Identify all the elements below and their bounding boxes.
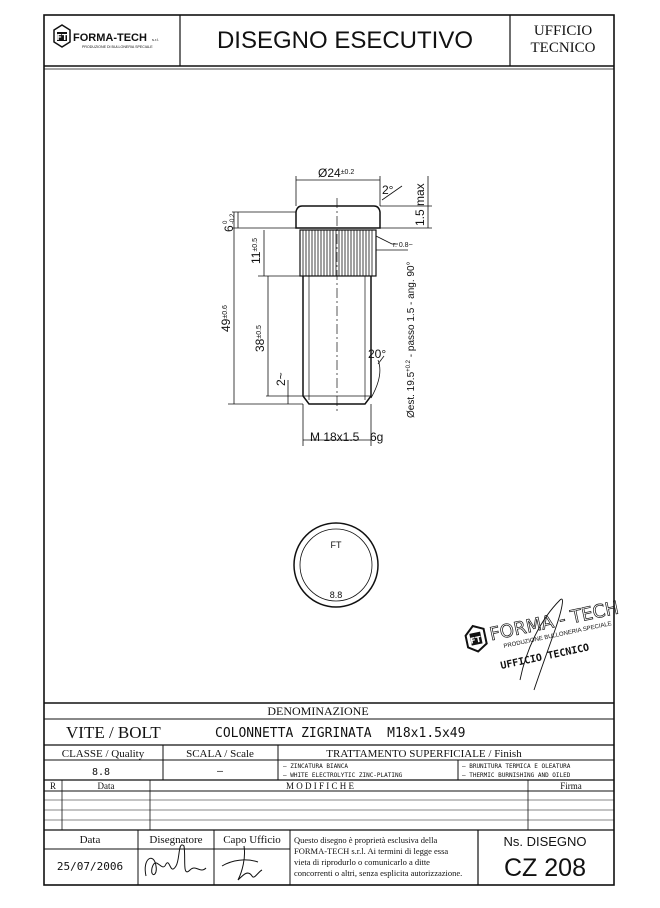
dim-radius: r. 0.8~ xyxy=(393,242,413,249)
notice-line-4: concorrenti o altri, senza esplicita aut… xyxy=(294,868,462,878)
notice-line-2: FORMA-TECH s.r.l. Ai termini di legge es… xyxy=(294,846,448,856)
bolt-side-view xyxy=(295,198,381,414)
finish-2b: – THERMIC BURNISHING AND OILED xyxy=(462,772,571,779)
drawing-number: CZ 208 xyxy=(504,854,586,882)
office-stamp: FT FORMA - TECH PRODUZIONE BULLONERIA SP… xyxy=(464,597,621,672)
scala-value: – xyxy=(217,766,224,777)
data-label: Data xyxy=(80,834,101,846)
rev-r-label: R xyxy=(50,781,56,791)
ns-disegno-label: Ns. DISEGNO xyxy=(503,834,586,849)
capo-label: Capo Ufficio xyxy=(223,834,281,846)
thread-class: 6g xyxy=(370,430,383,444)
svg-text:6: 6 xyxy=(222,225,236,232)
notice-line-1: Questo disegno è proprietà esclusiva del… xyxy=(294,835,438,845)
head-mark-top: FT xyxy=(331,540,342,550)
dim-head-max: 1.5 max xyxy=(413,183,427,226)
classe-label: CLASSE / Quality xyxy=(62,748,145,760)
dimension-lines xyxy=(228,176,432,446)
outer-frame xyxy=(43,14,615,886)
modifiche-label: M O D I F I C H E xyxy=(286,781,355,791)
logo-subtitle: PRODUZIONE DI BULLONERIA SPECIALE xyxy=(82,45,153,49)
denominazione-label: DENOMINAZIONE xyxy=(267,704,368,718)
dim-chamfer-len: 2~ xyxy=(274,372,288,386)
svg-text:FT: FT xyxy=(57,33,68,42)
dim-knurl-len: 11±0.5 xyxy=(249,238,263,264)
head-mark-bottom: 8.8 xyxy=(330,590,343,600)
logo-name: FORMA-TECH xyxy=(73,32,147,44)
bolt-head-top-view xyxy=(293,522,379,608)
dim-head-angle: 2° xyxy=(382,183,394,197)
logo-suffix: s.r.l. xyxy=(152,37,159,42)
thread-spec: M 18x1.5 xyxy=(310,430,360,444)
dim-diameter: Ø24±0.2 xyxy=(318,166,354,180)
item-name: VITE / BOLT xyxy=(66,723,161,742)
manager-signature xyxy=(221,845,263,881)
stamp-signature xyxy=(519,598,563,691)
finish-1a: – ZINCATURA BIANCA xyxy=(283,763,348,770)
item-description: COLONNETTA ZIGRINATA M18x1.5x49 xyxy=(215,726,465,741)
company-logo: FT xyxy=(53,24,71,48)
dim-chamfer-angle: 20° xyxy=(368,347,386,361)
firma-label: Firma xyxy=(560,781,582,791)
dim-knurl-spec: Øest. 19.5+0.2 - passo 1.5 - ang. 90° xyxy=(406,261,417,418)
date-value: 25/07/2006 xyxy=(57,860,123,873)
dim-head-height: 6 0 -0.2 xyxy=(222,213,236,232)
title-block-grid xyxy=(44,702,614,885)
finish-1b: – WHITE ELECTROLYTIC ZINC-PLATING xyxy=(283,772,403,779)
finish-2a: – BRUNITURA TERMICA E OLEATURA xyxy=(462,763,571,770)
office-line-2: TECNICO xyxy=(531,40,596,56)
scala-label: SCALA / Scale xyxy=(186,748,254,760)
office-line-1: UFFICIO xyxy=(534,23,593,39)
notice-line-3: vieta di riprodurlo o comunicarlo a ditt… xyxy=(294,857,430,867)
rev-data-label: Data xyxy=(98,781,115,791)
svg-text:0: 0 xyxy=(223,220,229,224)
dim-thread-len: 38±0.5 xyxy=(253,325,267,352)
svg-text:FT: FT xyxy=(469,635,482,646)
trattamento-label: TRATTAMENTO SUPERFICIALE / Finish xyxy=(326,748,522,760)
svg-text:-0.2: -0.2 xyxy=(230,213,236,224)
classe-value: 8.8 xyxy=(92,767,110,778)
dim-total-len: 49±0.6 xyxy=(219,305,233,332)
sheet-title: DISEGNO ESECUTIVO xyxy=(217,27,473,54)
designer-signature xyxy=(144,844,207,877)
disegnatore-label: Disegnatore xyxy=(149,834,202,846)
